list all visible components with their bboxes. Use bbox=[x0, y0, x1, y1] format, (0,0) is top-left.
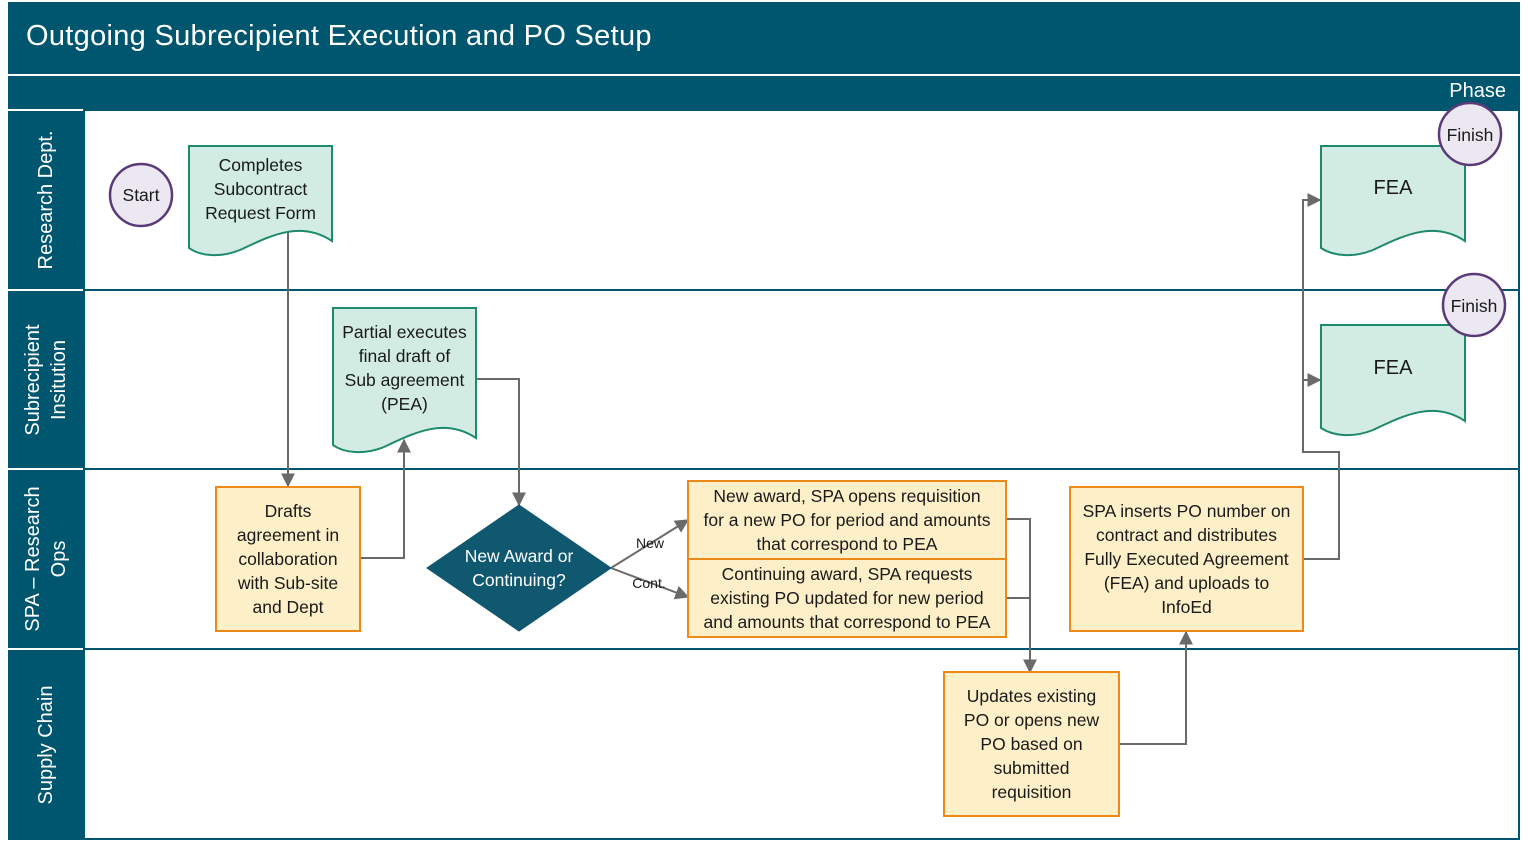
lane-label-spa-research-ops: SPA – Research Ops bbox=[21, 486, 70, 632]
drafts-label: Drafts agreement in collaboration with S… bbox=[236, 501, 340, 617]
partial-executes-label: Partial executes final draft of Sub agre… bbox=[342, 322, 467, 414]
connector-drafts-to-partial bbox=[360, 438, 411, 559]
start-label: Start bbox=[122, 185, 160, 205]
decision-label: New Award or Continuing? bbox=[464, 546, 574, 590]
new-award-label: New award, SPA opens requisition for a n… bbox=[703, 486, 991, 554]
connector-partial-to-decision bbox=[476, 378, 526, 507]
lane-header-spa-research-ops: SPA – Research Ops bbox=[8, 470, 83, 648]
request-form-label: Completes Subcontract Request Form bbox=[205, 155, 316, 223]
continuing-label: Continuing award, SPA requests existing … bbox=[703, 564, 991, 632]
phase-bar: Phase bbox=[8, 76, 1520, 109]
updates-po-label: Updates existing PO or opens new PO base… bbox=[963, 686, 1100, 802]
lane-label-research-dept: Research Dept. bbox=[34, 130, 57, 270]
finish-research-label: Finish bbox=[1446, 125, 1494, 145]
connector-updates-to-inserts bbox=[1119, 630, 1193, 745]
diagram-title: Outgoing Subrecipient Execution and PO S… bbox=[26, 20, 652, 52]
lane-label-subrecipient: Subrecipient Insitution bbox=[21, 323, 70, 436]
lane-label-supply-chain: Supply Chain bbox=[34, 685, 57, 805]
fea-sub-label: FEA bbox=[1373, 357, 1413, 379]
inserts-po-label: SPA inserts PO number on contract and di… bbox=[1082, 501, 1291, 617]
lane-header-subrecipient: Subrecipient Insitution bbox=[8, 291, 83, 468]
edge-label-new: New bbox=[635, 535, 664, 551]
title-bar: Outgoing Subrecipient Execution and PO S… bbox=[8, 2, 1520, 74]
fea-research-label: FEA bbox=[1373, 177, 1413, 199]
lane-header-supply-chain: Supply Chain bbox=[8, 650, 83, 840]
finish-sub-label: Finish bbox=[1450, 296, 1498, 316]
phase-label: Phase bbox=[1449, 80, 1506, 102]
lane-header-research-dept: Research Dept. bbox=[8, 111, 83, 289]
edge-label-cont: Cont. bbox=[632, 575, 666, 591]
connector-new-to-updates bbox=[1006, 518, 1037, 674]
